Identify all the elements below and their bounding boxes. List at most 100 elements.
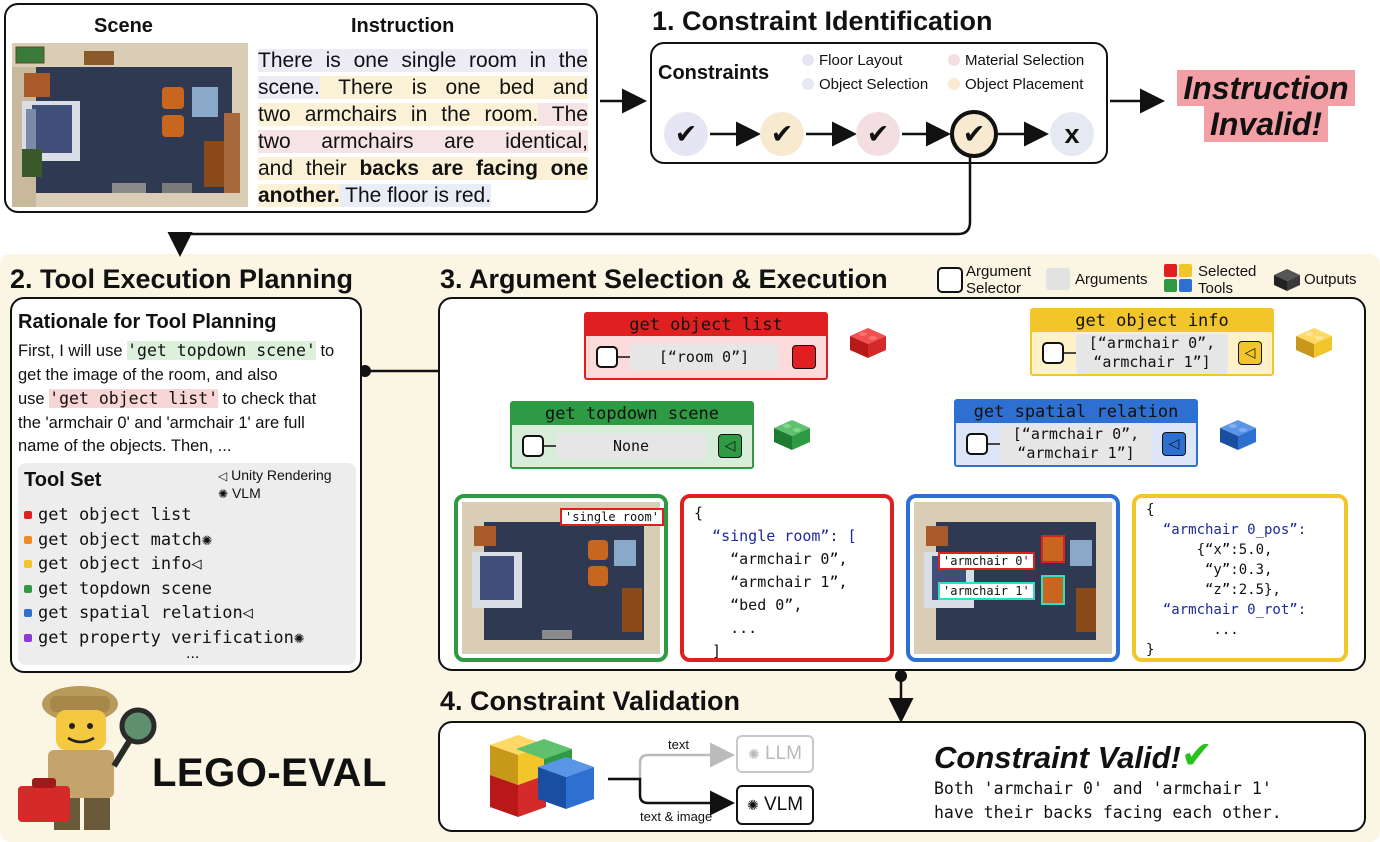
section4-title: 4. Constraint Validation: [440, 686, 741, 716]
chair-tag-0: 'armchair 0': [938, 552, 1035, 570]
json-line: “y”:0.3,: [1146, 562, 1273, 578]
json-line: {: [1146, 502, 1155, 518]
json-line: “armchair 0_pos”:: [1146, 522, 1307, 538]
unity-legend: ◁ Unity Rendering: [218, 467, 332, 483]
rationale-title: Rationale for Tool Planning: [18, 311, 277, 333]
legend-object-placement: Object Placement: [948, 76, 1083, 93]
card-get-object-info: get object info [“armchair 0”, “armchair…: [1030, 308, 1274, 376]
result-object-list: { “single room”: [ “armchair 0”, “armcha…: [680, 494, 894, 662]
constraints-label: Constraints: [658, 62, 770, 84]
tool-more: ...: [186, 645, 200, 662]
unity-icon: ◁: [191, 554, 202, 574]
check-object-placement: ✔: [950, 110, 998, 158]
instruction-line: and their backs are facing one: [258, 157, 588, 180]
output-brick-green: [774, 420, 810, 450]
rationale-line: get the image of the room, and also: [18, 365, 278, 384]
stacked-lego-bricks: [490, 735, 594, 817]
spatial-image: [914, 502, 1112, 654]
card-title: get object list: [586, 314, 826, 336]
legend-argument-selector: Argument Selector: [966, 263, 1032, 297]
legend-argument-selector-icon: [937, 267, 963, 293]
lego-eval-logo: LEGO-EVAL: [152, 751, 387, 795]
unity-icon: ◁: [242, 603, 253, 623]
openai-icon: ✺: [218, 487, 229, 501]
argument-pill: None: [556, 433, 706, 459]
constraint-box: Constraints Floor Layout Material Select…: [650, 42, 1108, 164]
x-mark-floor: x: [1050, 112, 1094, 156]
invalid-line2: Invalid!: [1170, 106, 1362, 142]
tool-item: get spatial relation◁: [24, 601, 304, 626]
tool-item: get object match✺: [24, 528, 304, 553]
legend-object-selection: Object Selection: [802, 76, 928, 93]
argument-selector: [522, 435, 544, 457]
card-title: get spatial relation: [956, 401, 1196, 423]
explanation: Both 'armchair 0' and 'armchair 1' have …: [934, 779, 1282, 822]
text-label: text: [668, 737, 689, 752]
instruction-text: There is one single room in the scene. T…: [258, 47, 588, 209]
tool-item: get object list: [24, 503, 304, 528]
argument-pill: [“room 0”]: [630, 344, 778, 370]
tool-list: get object list get object match✺ get ob…: [24, 503, 304, 650]
json-line: ...: [694, 619, 758, 637]
json-line: “bed 0”,: [694, 596, 803, 614]
rationale-box: Rationale for Tool Planning First, I wil…: [10, 297, 362, 673]
instruction-line: There is one single room in the: [258, 49, 588, 72]
openai-icon: ✺: [746, 797, 759, 813]
scene-instruction-box: Scene Instruction There is one single ro…: [4, 3, 598, 213]
result-invalid: Instruction Invalid!: [1170, 70, 1362, 142]
argument-pill: [“armchair 0”, “armchair 1”]: [1000, 425, 1152, 465]
card-get-object-list: get object list [“room 0”]: [584, 312, 828, 380]
constraint-arrows: [710, 121, 1049, 147]
validation-box: text text & image ✺ LLM ✺ VLM Constraint…: [438, 721, 1366, 832]
json-line: “armchair 1”,: [694, 573, 848, 591]
card-get-spatial-relation: get spatial relation [“armchair 0”, “arm…: [954, 399, 1198, 467]
section2-title: 2. Tool Execution Planning: [10, 264, 354, 294]
tool-item: get topdown scene: [24, 577, 304, 602]
instruction-label: Instruction: [351, 15, 455, 37]
toolset-panel: Tool Set ◁ Unity Rendering ✺ VLM get obj…: [18, 463, 356, 665]
card-title: get topdown scene: [512, 403, 752, 425]
openai-icon: ✺: [748, 746, 760, 762]
json-line: “single room”: [: [694, 527, 857, 545]
legend-selected-tools: Selected Tools: [1198, 263, 1257, 297]
argument-selector: [596, 346, 618, 368]
legend-tools-icon: [1164, 264, 1192, 292]
tool-item: get property verification✺: [24, 626, 304, 651]
openai-icon: ✺: [293, 627, 305, 648]
json-line: ...: [1146, 622, 1239, 638]
unity-icon: ◁: [1238, 341, 1262, 365]
output-brick-blue: [1220, 420, 1256, 450]
llm-box: ✺ LLM: [736, 735, 814, 773]
legend-floor-layout: Floor Layout: [802, 52, 902, 69]
unity-icon: ◁: [718, 434, 742, 458]
instruction-line: two armchairs in the room. The: [258, 103, 588, 126]
argument-selector: [966, 433, 988, 455]
output-brick-red: [850, 328, 886, 358]
check-icon: ✔: [1180, 735, 1213, 777]
rationale-text: First, I will use 'get topdown scene' to…: [18, 339, 356, 459]
check-object-selection: ✔: [760, 112, 804, 156]
unity-icon: ◁: [218, 469, 228, 483]
scene-label: Scene: [94, 15, 153, 37]
rationale-line: First, I will use 'get topdown scene' to: [18, 341, 335, 360]
toolset-title: Tool Set: [24, 469, 102, 491]
output-brick-yellow: [1296, 328, 1332, 358]
argument-pill: [“armchair 0”, “armchair 1”]: [1076, 334, 1228, 374]
scene-tag: 'single room': [560, 508, 664, 526]
section1-title: 1. Constraint Identification: [652, 6, 993, 36]
lego-explorer-mascot: [18, 686, 157, 830]
rationale-line: name of the objects. Then, ...: [18, 437, 232, 455]
rationale-line: the 'armchair 0' and 'armchair 1' are fu…: [18, 413, 305, 432]
card-title: get object info: [1032, 310, 1272, 332]
constraint-valid: Constraint Valid!✔: [934, 735, 1213, 777]
invalid-line1: Instruction: [1170, 70, 1362, 106]
tool-item: get object info◁: [24, 552, 304, 577]
result-spatial-relation: 'armchair 0' 'armchair 1': [906, 494, 1120, 662]
legend-outputs: Outputs: [1304, 271, 1357, 288]
topdown-image: [462, 502, 660, 654]
instruction-line: another. The floor is red.: [258, 184, 492, 207]
tool-square: [792, 345, 816, 369]
card-get-topdown-scene: get topdown scene None ◁: [510, 401, 754, 469]
legend-arguments-icon: [1046, 268, 1070, 290]
